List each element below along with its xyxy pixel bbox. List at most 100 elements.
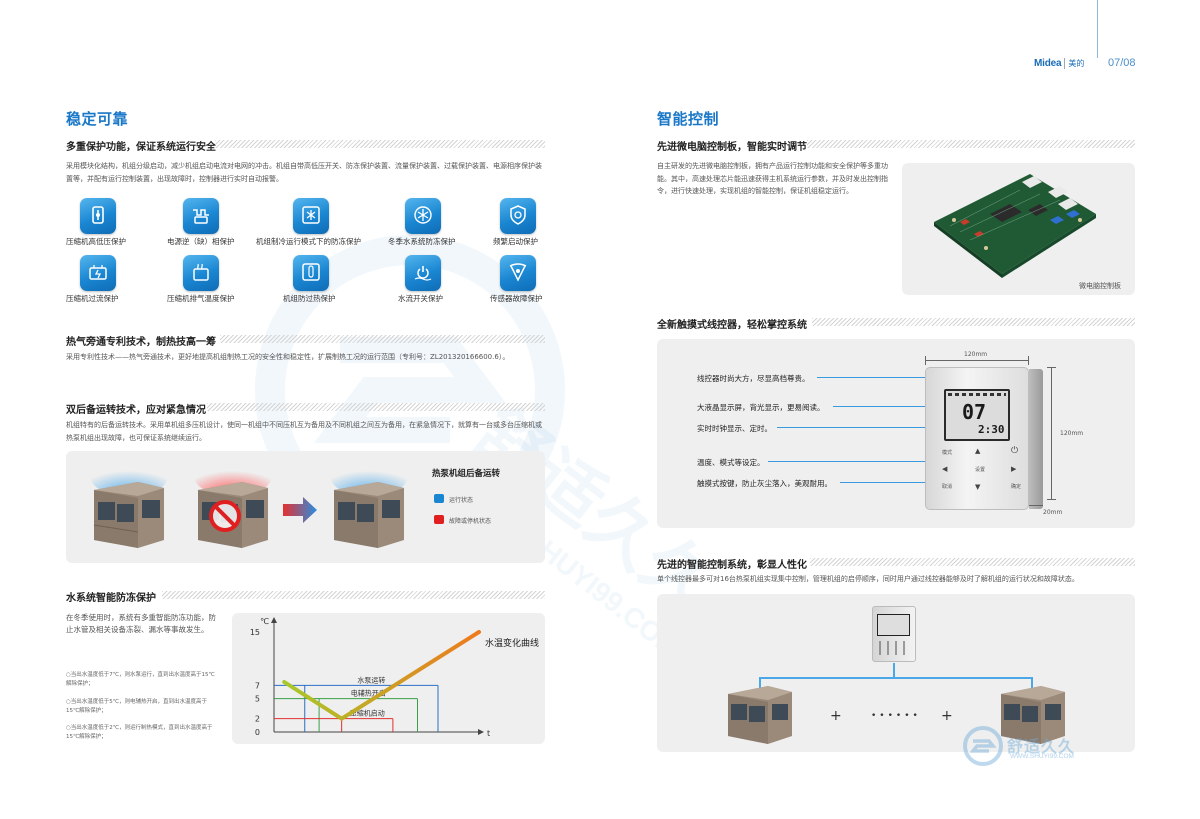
leader-line-5 [840,482,932,483]
dim-width-line [925,360,1029,361]
header-divider [1097,0,1098,58]
y-tick-label-15: 15 [250,628,260,637]
heat-pump-unit-fault [195,460,271,548]
sensor-icon [500,255,536,291]
s4-text: 在冬季使用时，系统有多重智能防冻功能，防止水管及相关设备冻裂、漏水等事故发生。 [66,613,216,634]
plus-right: + [941,708,953,724]
s4-note-1: ○当出水温度低于7℃，则水泵运行，直到出水温度高于15℃解除保护； [66,672,215,687]
left-title: 稳定可靠 [66,110,129,128]
icon-label-3: 机组制冷运行模式下的防冻保护 [256,237,361,246]
r2-heading: 全新触摸式线控器，轻松掌控系统 [657,320,807,331]
dim-height-tick-t [1047,367,1056,368]
water-flow-icon [405,255,441,291]
leader-line-3 [777,427,951,428]
legend-fault-label: 故障或停机状态 [449,518,492,525]
ellipsis-dots: •••••• [871,711,921,721]
controller-btn-confirm[interactable]: 确定 [1011,484,1022,490]
controller-feature-1: 线控器时尚大方，尽显高档尊贵。 [697,374,810,383]
lcd-symbols [948,393,1006,396]
icon-label-9: 水流开关保护 [398,294,443,303]
dim-height-tick-b [1047,499,1056,500]
r2-heading-rule [812,318,1135,326]
s3-heading: 双后备运转技术，应对紧急情况 [66,405,206,416]
controller-feature-5: 触摸式按键，防止灰尘落入，美观耐用。 [697,479,832,488]
controller-feature-2: 大液晶显示屏，背光显示，更易阅读。 [697,403,825,412]
r1-heading: 先进微电脑控制板，智能实时调节 [657,142,807,153]
corner-watermark-icon [963,726,1003,766]
link-right [1031,677,1033,691]
controller-btn-mode[interactable]: 模式 [942,450,953,456]
corner-watermark-url: WWW.SHUYI99.COM [1010,753,1074,760]
y-tick-label-7: 7 [255,681,260,690]
legend-running-swatch [434,494,444,503]
dim-height-line [1051,367,1052,500]
transition-arrow-icon [283,497,317,523]
overcurrent-icon [80,255,116,291]
r3-heading: 先进的智能控制系统，彰显人性化 [657,560,807,571]
brand-cn: 美的 [1068,58,1085,68]
series-label: 水温变化曲线 [485,637,539,649]
icon-label-6: 压缩机过流保护 [66,294,119,303]
corner-watermark-text: 舒适久久 [1007,737,1076,756]
controller-lcd [944,389,1010,441]
brand-separator [1064,57,1066,69]
btn-left-icon[interactable]: ◀ [942,465,948,473]
dim-height-label: 120mm [1060,430,1084,437]
btn-right-icon[interactable]: ▶ [1011,465,1017,473]
dim-width-label: 120mm [964,351,988,358]
icon-label-4: 冬季水系统防冻保护 [388,237,456,246]
icon-label-8: 机组防过热保护 [283,294,336,303]
dim-depth-line [1029,505,1043,506]
controller-btn-cancel[interactable]: 取消 [942,484,953,490]
control-board-image [934,174,1096,278]
plus-left: + [830,708,842,724]
dim-depth-label: 20mm [1043,509,1063,516]
dim-width-tick-r [1028,356,1029,365]
power-icon[interactable]: ⏻ [1011,446,1019,456]
x-axis-label: t [487,729,490,738]
s2-heading: 热气旁通专利技术，制热技高一筹 [66,337,216,348]
s1-text: 采用模块化结构，机组分级启动，减少机组启动电流对电网的冲击。机组自带高低压开关、… [66,162,542,183]
pressure-switch-icon [80,198,116,234]
overheat-icon [293,255,329,291]
btn-down-icon[interactable]: ▼ [975,483,981,491]
btn-up-icon[interactable]: ▲ [975,447,981,455]
controller-side [1029,369,1043,509]
power-phase-icon [183,198,219,234]
leader-line-2 [833,406,951,407]
controller-btn-set[interactable]: 设置 [975,467,986,473]
s4-heading-rule [162,591,545,599]
heat-pump-unit-running-2 [331,460,407,548]
icon-label-1: 压缩机高低压保护 [66,237,126,246]
brand-name: Midea [1034,57,1062,69]
s4-note-2: ○当出水温度低于5℃，则电辅热开启，直到出水温度高于15℃解除保护； [66,699,207,714]
network-controller-lcd [877,614,910,636]
network-unit-left [728,686,792,744]
controller-feature-3: 实时时钟显示、定时。 [697,424,772,433]
y-tick-label-2: 2 [255,715,260,724]
r1-heading-rule [807,140,1135,148]
lcd-temperature: 07 [962,400,987,424]
leader-line-1 [817,377,933,378]
y-tick-label-5: 5 [255,695,260,704]
y-axis-label: ℃ [260,617,269,626]
exhaust-temp-icon [183,255,219,291]
shield-icon [500,198,536,234]
controller-panel [657,339,1135,528]
link-horizontal [759,677,1033,679]
dim-width-tick-l [925,356,926,365]
link-left [759,677,761,691]
heat-pump-unit-running-1 [91,460,167,548]
control-board-caption: 微电脑控制板 [1079,282,1121,290]
s2-text: 采用专利性技术——热气旁通技术，更好地提高机组制热工况的安全性和稳定性，扩展制热… [66,353,510,361]
right-title: 智能控制 [657,110,720,128]
page-number: 07/08 [1108,57,1136,69]
controller-feature-4: 温度、模式等设定。 [697,458,765,467]
link-vertical [893,663,895,678]
antifreeze-chart-panel [232,613,545,744]
s3-heading-rule [207,403,545,411]
water-temp-curve [282,630,481,721]
s3-text: 机组特有的后备运转技术。采用单机组多压机设计，使同一机组中不同压机互为备用及不同… [66,421,542,442]
legend-running-label: 运行状态 [449,497,474,504]
